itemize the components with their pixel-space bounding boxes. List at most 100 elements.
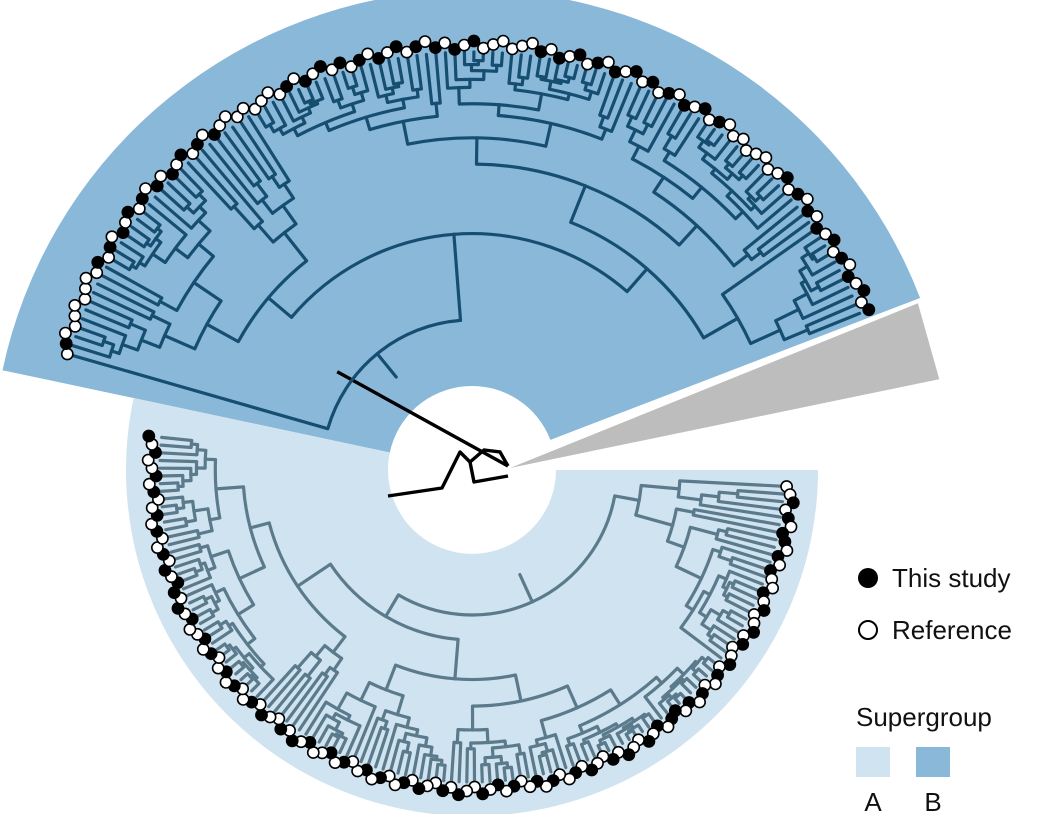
supergroup-a-branch [216, 487, 244, 489]
supergroup-a-branch [496, 764, 497, 781]
supergroup-b-reference-tip [564, 51, 575, 62]
supergroup-b-reference-tip [79, 294, 90, 305]
supergroup-b-this-study-tip [714, 117, 725, 128]
supergroup-b-reference-tip [724, 119, 735, 130]
supergroup-b-this-study-tip [315, 61, 326, 72]
legend-item-this-study: This study [830, 561, 1011, 595]
supergroup-a-branch [511, 767, 513, 779]
supergroup-b-reference-tip [362, 48, 373, 59]
supergroup-b-reference-tip [802, 194, 813, 205]
supergroup-b-arc [448, 87, 470, 88]
supergroup-a-branch [160, 483, 178, 484]
supergroup-b-this-study-tip [391, 41, 402, 52]
supergroup-a-this-study-tip [643, 736, 654, 747]
supergroup-a-reference-tip [184, 624, 195, 635]
supergroup-a-reference-tip [220, 677, 231, 688]
supergroup-a-branch [194, 509, 208, 511]
supergroup-b-reference-tip [704, 114, 715, 125]
legend-label-this-study: This study [892, 563, 1011, 594]
supergroup-b-this-study-tip [700, 103, 711, 114]
supergroup-b-this-study-tip [858, 285, 869, 296]
supergroup-b-this-study-tip [863, 304, 874, 315]
supergroup-b-reference-tip [419, 36, 430, 47]
filled-circle-icon [858, 568, 878, 588]
supergroup-b-reference-tip [674, 89, 685, 100]
hollow-circle-icon [858, 620, 878, 640]
supergroup-a-this-study-tip [256, 709, 267, 720]
supergroup-b-this-study-tip [536, 46, 547, 57]
supergroup-b-arc [472, 71, 497, 72]
supergroup-a-reference-tip [238, 694, 249, 705]
supergroup-a-branch [482, 765, 483, 782]
supergroup-b-reference-tip [689, 101, 700, 112]
supergroup-b-reference-tip [155, 171, 166, 182]
supergroup-b-reference-tip [238, 103, 249, 114]
supergroup-b-reference-tip [546, 44, 557, 55]
supergroup-b-reference-tip [60, 328, 71, 339]
supergroup-b-reference-tip [106, 231, 117, 242]
supergroup-b-this-study-tip [105, 242, 116, 253]
supergroup-b-this-study-tip [118, 227, 129, 238]
supergroup-a-arc [425, 755, 437, 757]
supergroup-a-arc [183, 497, 184, 508]
supergroup-b-reference-tip [80, 283, 91, 294]
supergroup-a-this-study-tip [623, 749, 634, 760]
supergroup-b-reference-tip [582, 59, 593, 70]
supergroup-a-branch [161, 453, 197, 455]
supergroup-a-reference-tip [710, 678, 721, 689]
supergroup-b-reference-tip [262, 87, 273, 98]
supergroup-b-reference-tip [120, 217, 131, 228]
supergroup-b-this-study-tip [829, 234, 840, 245]
supergroup-a-arc [205, 450, 206, 468]
supergroup-a-reference-tip [662, 721, 673, 732]
supergroup-b-branch [459, 88, 460, 104]
supergroup-b-this-study-tip [468, 35, 479, 46]
legend-label-reference: Reference [892, 615, 1012, 646]
supergroup-b-branch [501, 53, 502, 66]
supergroup-b-branch [455, 52, 456, 79]
supergroup-a-this-study-tip [143, 430, 154, 441]
supergroup-a-this-study-tip [287, 735, 298, 746]
supergroup-b-this-study-tip [574, 49, 585, 60]
supergroup-a-branch [459, 743, 461, 782]
supergroup-b-this-study-tip [647, 77, 658, 88]
supergroup-a-reference-tip [198, 644, 209, 655]
root-branch [388, 452, 508, 496]
supergroup-a-branch [487, 730, 488, 743]
supergroup-a-this-study-tip [724, 659, 735, 670]
supergroup-title: Supergroup [856, 702, 992, 733]
supergroup-a-this-study-tip [275, 724, 286, 735]
supergroup-b-branch [498, 105, 499, 116]
supergroup-a-swatch [856, 747, 890, 777]
supergroup-b-reference-tip [738, 133, 749, 144]
legend-item-reference: Reference [830, 613, 1012, 647]
supergroup-a-arc [431, 759, 442, 760]
supergroup-b-reference-tip [637, 76, 648, 87]
supergroup-a-branch [457, 730, 458, 743]
supergroup-b-reference-tip [220, 111, 231, 122]
supergroup-a-branch [163, 512, 177, 514]
supergroup-a-branch [160, 476, 183, 477]
supergroup-b-this-study-tip [554, 53, 565, 64]
supergroup-b-reference-tip [69, 310, 80, 321]
supergroup-a-branch [489, 765, 490, 782]
supergroup-b-this-study-tip [631, 66, 642, 77]
supergroup-b-reference-tip [91, 267, 102, 278]
supergroup-b-reference-tip [653, 87, 664, 98]
supergroup-a-reference-tip [213, 663, 224, 674]
supergroup-b-reference-tip [439, 37, 450, 48]
supergroup-b-reference-tip [811, 211, 822, 222]
supergroup-a-branch [504, 768, 505, 780]
supergroup-b-reference-tip [498, 36, 509, 47]
supergroup-b-branch [492, 53, 493, 66]
supergroup-b-reference-tip [80, 273, 91, 284]
supergroup-a-branch [444, 765, 445, 780]
supergroup-a-reference-tip [694, 696, 705, 707]
supergroup-b-label: B [916, 787, 950, 818]
supergroup-b-reference-tip [197, 129, 208, 140]
supergroup-a-arc [485, 757, 501, 758]
legend: This study Reference Supergroup A B [830, 555, 1044, 814]
supergroup-b-reference-tip [603, 57, 614, 68]
supergroup-b-reference-tip [620, 66, 631, 77]
supergroup-b-this-study-tip [92, 257, 103, 268]
